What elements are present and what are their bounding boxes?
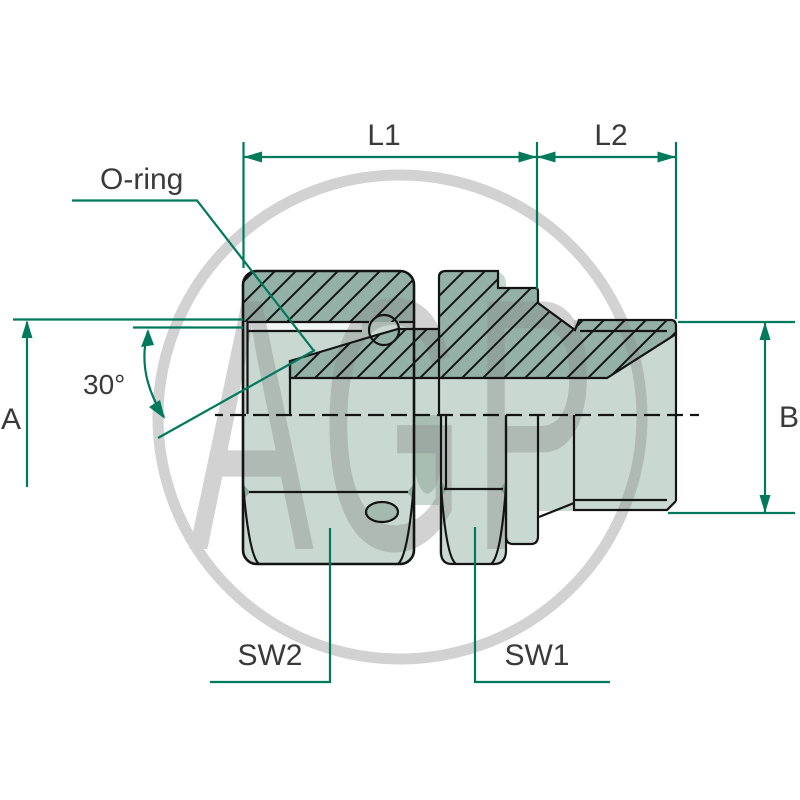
label-b: B: [779, 401, 799, 434]
label-a: A: [1, 403, 21, 436]
sw1-leader: [473, 527, 610, 684]
label-o-ring: O-ring: [100, 163, 183, 196]
neck-shadow: [415, 415, 440, 494]
dimension-annotations: [13, 142, 795, 684]
angle-reference-line: [157, 349, 316, 439]
sw2-leader: [210, 528, 332, 684]
watermark-ring: [152, 169, 648, 665]
washer-seal: [247, 322, 362, 331]
thread-bottom-outline: [572, 415, 677, 512]
hex-corner-flat-outline: [504, 415, 540, 546]
nut-dimple: [364, 500, 400, 524]
o-ring: [367, 313, 401, 347]
label-l2: L2: [594, 119, 627, 152]
label-sw2: SW2: [237, 639, 302, 672]
section-hatch-lines: [243, 271, 676, 378]
o-ring-leader: [72, 199, 315, 352]
nut-outline: [241, 269, 416, 566]
label-angle: 30°: [83, 369, 125, 400]
label-sw1: SW1: [504, 639, 569, 672]
labels: L1 L2 O-ring 30° A B SW2 SW1: [1, 119, 799, 672]
label-l1: L1: [367, 119, 400, 152]
watermark: AGP: [152, 169, 648, 665]
hex-bottom-outline: [439, 415, 508, 566]
